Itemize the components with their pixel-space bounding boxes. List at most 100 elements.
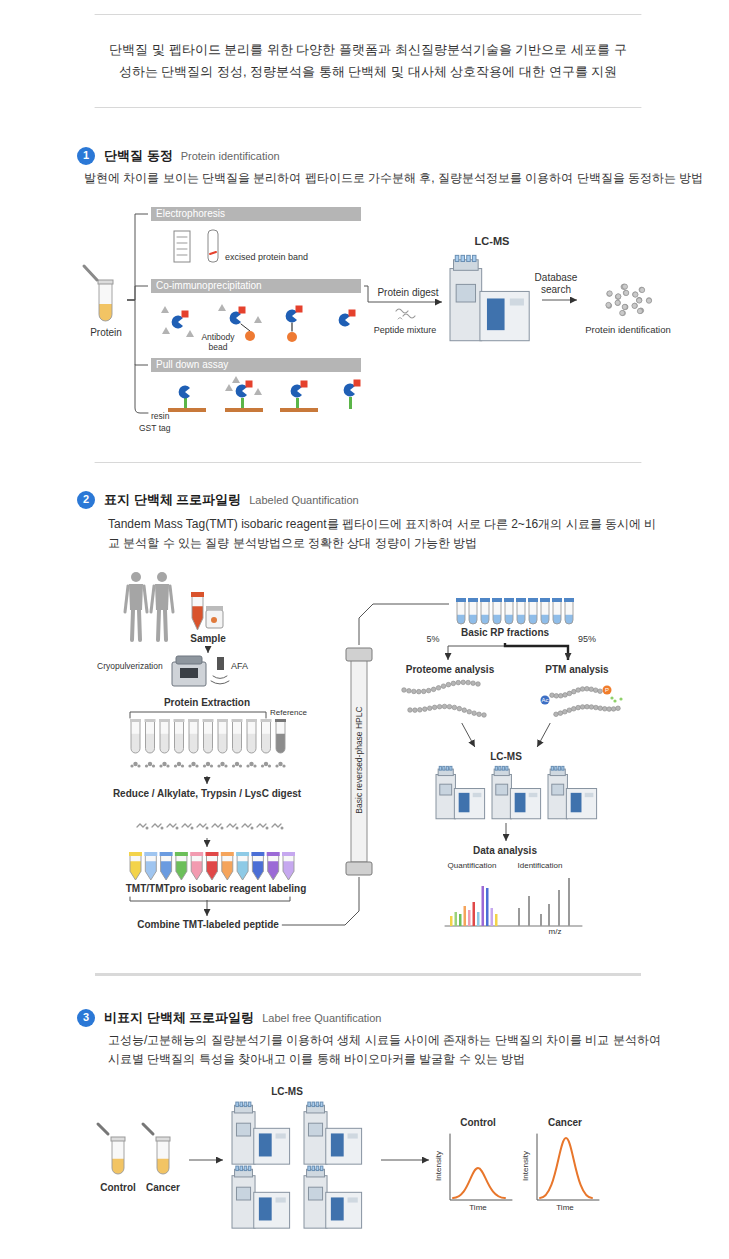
line — [210, 252, 216, 254]
connector — [505, 643, 568, 660]
dot — [145, 764, 148, 767]
shape — [206, 610, 223, 628]
shape — [459, 914, 462, 926]
dot — [637, 298, 642, 303]
connector — [127, 300, 148, 365]
line — [95, 14, 641, 15]
connector — [462, 723, 475, 747]
shape — [175, 734, 184, 753]
dot — [632, 303, 637, 308]
shape — [189, 734, 198, 753]
shape — [184, 398, 187, 408]
dot — [589, 687, 594, 692]
shape — [172, 662, 206, 686]
dot — [467, 709, 472, 714]
shape — [487, 298, 505, 330]
shape — [162, 327, 170, 334]
connector — [364, 286, 442, 302]
shape — [111, 1137, 125, 1141]
shape — [180, 668, 198, 678]
shape — [455, 912, 458, 926]
shape — [464, 906, 467, 926]
line — [132, 610, 133, 640]
node-text: Time — [469, 1203, 486, 1213]
line — [177, 237, 187, 238]
shape — [257, 824, 266, 827]
edge-label: 5% — [424, 634, 441, 645]
shape — [262, 721, 271, 753]
line — [165, 610, 166, 640]
shape — [308, 1166, 311, 1170]
shape — [473, 902, 476, 926]
shape — [457, 601, 465, 624]
dot — [133, 762, 137, 766]
result-icon: Protein identification — [580, 272, 676, 338]
dot — [580, 687, 585, 692]
shape — [135, 365, 148, 413]
shape — [237, 861, 248, 880]
shape — [480, 598, 490, 602]
node-text: TMT/TMTpro isobaric reagent labeling — [126, 883, 307, 895]
dot — [224, 764, 227, 767]
shape — [529, 601, 537, 624]
dot — [607, 291, 612, 296]
dot — [407, 689, 412, 694]
shape — [217, 719, 228, 722]
instrument: LC-MS — [445, 234, 539, 348]
shape — [493, 601, 501, 624]
dot — [408, 708, 413, 713]
shape — [540, 1138, 592, 1198]
dot — [456, 680, 461, 685]
shape — [192, 606, 203, 630]
connector — [542, 300, 577, 301]
dot — [426, 688, 431, 693]
shape — [222, 861, 233, 880]
shape — [247, 721, 256, 753]
shape — [240, 1166, 243, 1170]
shape — [502, 766, 504, 770]
dot — [447, 704, 452, 709]
shape — [346, 862, 372, 875]
dot — [159, 764, 162, 767]
dot — [606, 303, 611, 308]
dot — [619, 697, 622, 700]
shape — [176, 855, 187, 880]
shape — [236, 852, 249, 856]
shape — [481, 601, 489, 624]
shape — [161, 855, 172, 880]
description: 고성능/고분해능의 질량분석기를 이용하여 생체 시료들 사이에 존재하는 단백… — [108, 1031, 668, 1069]
shape — [320, 1102, 323, 1106]
dot — [598, 706, 603, 711]
dot — [593, 688, 598, 693]
dot — [623, 290, 628, 295]
dot — [622, 304, 627, 309]
dot — [203, 764, 206, 767]
shape — [585, 793, 594, 797]
shape — [276, 721, 285, 753]
dot — [232, 764, 235, 767]
section-subheading: Label free Quantification — [262, 1012, 381, 1025]
dot — [580, 705, 585, 710]
shape — [161, 306, 169, 313]
shape — [505, 601, 513, 624]
sample-tubes: ControlCancer — [96, 1128, 186, 1196]
edge-label: Protein digest — [375, 287, 440, 299]
node-text: Protein — [90, 327, 122, 339]
dot — [176, 827, 179, 830]
dot — [188, 764, 191, 767]
shape — [510, 298, 524, 305]
dot — [610, 696, 613, 699]
dot — [589, 705, 594, 710]
shape — [548, 774, 567, 818]
shape — [112, 1140, 124, 1174]
shape — [236, 1166, 239, 1170]
shape — [130, 897, 290, 901]
dot — [462, 708, 467, 713]
shape — [286, 310, 297, 323]
shape — [568, 878, 570, 926]
shape — [296, 398, 299, 408]
shape — [553, 601, 561, 624]
dot — [607, 707, 612, 712]
shape — [326, 1192, 362, 1228]
dot — [431, 687, 436, 692]
